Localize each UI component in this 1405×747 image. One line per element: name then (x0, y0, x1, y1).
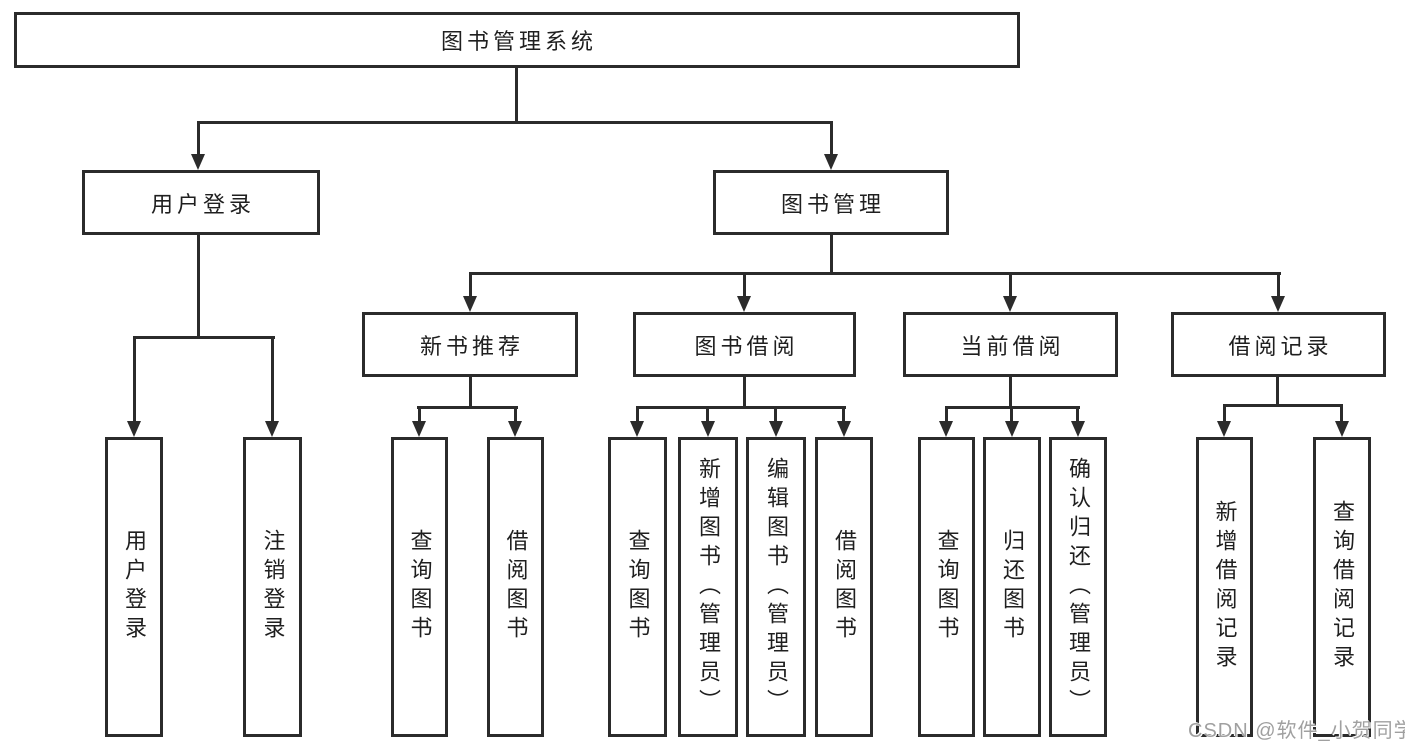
leaf-records-query-record-label: 查询借阅记录 (1330, 500, 1355, 674)
node-user-login: 用户登录 (82, 170, 320, 235)
connector-line (197, 234, 200, 336)
connector-line (133, 336, 275, 339)
connector-line (636, 406, 846, 409)
connector-line (1276, 377, 1279, 404)
leaf-borrow-borrow-books: 借阅图书 (815, 437, 873, 737)
leaf-newbook-borrow-books: 借阅图书 (487, 437, 544, 737)
connector-line (706, 406, 709, 421)
connector-line (830, 234, 833, 272)
node-book-management-label: 图书管理 (780, 191, 885, 217)
connector-line (1223, 404, 1226, 421)
arrow-down-icon (463, 296, 477, 312)
leaf-current-query-books: 查询图书 (918, 437, 975, 737)
connector-line (1277, 272, 1280, 296)
connector-line (842, 406, 845, 421)
node-user-login-label: 用户登录 (150, 191, 255, 217)
leaf-user-login-label: 用户登录 (122, 529, 147, 645)
leaf-logout: 注销登录 (243, 437, 302, 737)
arrow-down-icon (769, 421, 783, 437)
arrow-down-icon (1003, 296, 1017, 312)
node-book-management: 图书管理 (713, 170, 949, 235)
arrow-down-icon (191, 154, 205, 170)
node-book-borrow: 图书借阅 (633, 312, 856, 377)
leaf-borrow-add-book-admin: 新增图书（管理员） (678, 437, 738, 737)
arrow-down-icon (265, 421, 279, 437)
connector-line (469, 272, 1281, 275)
leaf-newbook-query-books-label: 查询图书 (407, 529, 433, 645)
arrow-down-icon (508, 421, 522, 437)
leaf-records-add-record: 新增借阅记录 (1196, 437, 1253, 737)
node-borrow-records: 借阅记录 (1171, 312, 1386, 377)
connector-line (774, 406, 777, 421)
connector-line (743, 377, 746, 406)
node-root: 图书管理系统 (14, 12, 1020, 68)
node-current-borrow-label: 当前借阅 (960, 333, 1065, 359)
arrow-down-icon (1071, 421, 1085, 437)
leaf-logout-label: 注销登录 (260, 529, 286, 645)
connector-line (271, 336, 274, 421)
leaf-current-confirm-return-admin-label: 确认归还（管理员） (1066, 456, 1091, 718)
arrow-down-icon (127, 421, 141, 437)
connector-line (418, 406, 421, 421)
node-borrow-records-label: 借阅记录 (1228, 333, 1333, 359)
arrow-down-icon (412, 421, 426, 437)
connector-line (1223, 404, 1343, 407)
arrow-down-icon (1217, 421, 1231, 437)
arrow-down-icon (824, 154, 838, 170)
connector-line (1010, 406, 1013, 421)
connector-line (514, 406, 517, 421)
node-new-book-recommend-label: 新书推荐 (419, 333, 524, 359)
connector-line (515, 68, 518, 121)
connector-line (197, 121, 200, 154)
arrow-down-icon (630, 421, 644, 437)
connector-line (1076, 406, 1079, 421)
leaf-current-query-books-label: 查询图书 (934, 529, 960, 645)
connector-line (945, 406, 948, 421)
connector-line (743, 272, 746, 296)
leaf-borrow-query-books-label: 查询图书 (625, 529, 651, 645)
connector-line (417, 406, 518, 409)
leaf-borrow-edit-book-admin-label: 编辑图书（管理员） (764, 456, 789, 718)
leaf-newbook-query-books: 查询图书 (391, 437, 448, 737)
arrow-down-icon (701, 421, 715, 437)
connector-line (197, 121, 833, 124)
connector-line (830, 121, 833, 154)
connector-line (133, 336, 136, 421)
leaf-records-add-record-label: 新增借阅记录 (1212, 500, 1238, 674)
arrow-down-icon (737, 296, 751, 312)
node-current-borrow: 当前借阅 (903, 312, 1118, 377)
leaf-current-return-books: 归还图书 (983, 437, 1041, 737)
arrow-down-icon (1005, 421, 1019, 437)
leaf-current-confirm-return-admin: 确认归还（管理员） (1049, 437, 1107, 737)
leaf-records-query-record: 查询借阅记录 (1313, 437, 1371, 737)
leaf-user-login: 用户登录 (105, 437, 163, 737)
arrow-down-icon (939, 421, 953, 437)
connector-line (1340, 404, 1343, 421)
connector-line (469, 272, 472, 296)
connector-line (1009, 377, 1012, 406)
arrow-down-icon (1335, 421, 1349, 437)
node-root-label: 图书管理系统 (440, 29, 597, 54)
leaf-current-return-books-label: 归还图书 (1000, 529, 1025, 645)
connector-line (469, 377, 472, 406)
arrow-down-icon (1271, 296, 1285, 312)
connector-line (636, 406, 639, 421)
leaf-newbook-borrow-books-label: 借阅图书 (503, 529, 529, 645)
leaf-borrow-edit-book-admin: 编辑图书（管理员） (746, 437, 806, 737)
leaf-borrow-borrow-books-label: 借阅图书 (832, 529, 857, 645)
leaf-borrow-query-books: 查询图书 (608, 437, 667, 737)
connector-line (1009, 272, 1012, 296)
node-new-book-recommend: 新书推荐 (362, 312, 578, 377)
arrow-down-icon (837, 421, 851, 437)
node-book-borrow-label: 图书借阅 (694, 333, 799, 359)
csdn-watermark: CSDN @软件_小贺同学 (1188, 720, 1405, 742)
leaf-borrow-add-book-admin-label: 新增图书（管理员） (696, 456, 721, 718)
